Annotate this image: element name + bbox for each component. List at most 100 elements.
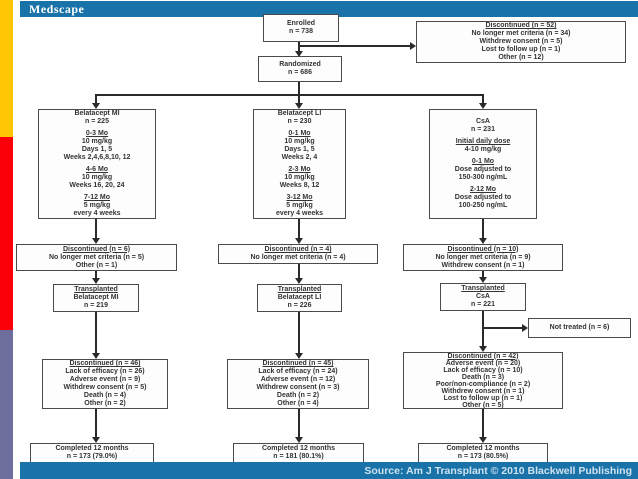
box-line: Not treated (n = 6): [549, 324, 610, 331]
box-line: Adverse event (n = 12): [260, 376, 336, 383]
box-line: Days 1, 5: [284, 146, 315, 153]
box-line: Lost to follow up (n = 1): [481, 46, 561, 53]
box-line: 0-1 Mo: [288, 130, 311, 137]
left-strip-yellow: [0, 0, 13, 137]
box-line: Dose adjusted to: [454, 166, 512, 173]
box-line: CsA: [475, 293, 490, 300]
flow-line: [298, 42, 300, 55]
box-line: Withdrew consent (n = 5): [63, 384, 147, 391]
arrowhead-down-icon: [92, 238, 100, 244]
box-line: No longer met criteria (n = 4): [250, 254, 346, 261]
box-line: 7-12 Mo: [83, 194, 111, 201]
arrowhead-down-icon: [295, 437, 303, 443]
box-line: Weeks 2,4,6,8,10, 12: [63, 154, 131, 161]
footer-bar: Source: Am J Transplant © 2010 Blackwell…: [20, 462, 638, 479]
box-line: Completed 12 months: [55, 445, 129, 452]
box-line: Withdrew consent (n = 1): [441, 387, 525, 395]
box-line: 2-12 Mo: [469, 186, 497, 193]
box-line: n = 231: [471, 126, 495, 133]
left-strip-red: [0, 137, 13, 330]
box-line: n = 686: [288, 69, 312, 76]
box-line: Days 1, 5: [81, 146, 113, 153]
flow-line: [95, 219, 97, 239]
box-line: Discontinued (n = 4): [264, 246, 332, 253]
box-line: Lack of efficacy (n = 26): [65, 368, 145, 375]
flow-line: [482, 311, 484, 347]
box-line: Poor/non-compliance (n = 2): [435, 380, 531, 388]
arrowhead-down-icon: [92, 437, 100, 443]
arrowhead-down-icon: [295, 353, 303, 359]
box-line: 4-10 mg/kg: [464, 146, 502, 153]
box-line: Discontinued (n = 10): [447, 245, 519, 253]
box-line: Discontinued (n = 42): [447, 352, 519, 360]
flow-line: [482, 219, 484, 239]
box-line: Completed 12 months: [446, 445, 520, 452]
box-line: Discontinued (n = 52): [485, 22, 557, 29]
box-line: Initial daily dose: [455, 138, 511, 145]
flow-line: [482, 95, 484, 103]
box-line: Lost to follow up (n = 1): [443, 394, 523, 402]
box-line: Weeks 8, 12: [279, 182, 320, 189]
flow-line: [298, 409, 300, 438]
flow-line: [298, 219, 300, 239]
flow-line: [95, 94, 484, 96]
box-line: Withdrew consent (n = 1): [441, 261, 525, 269]
box-line: 4-6 Mo: [85, 166, 109, 173]
arrowhead-down-icon: [479, 103, 487, 109]
arrowhead-down-icon: [295, 103, 303, 109]
box-line: Belatacept LI: [277, 294, 322, 301]
flow-line: [482, 271, 484, 278]
box-line: Belatacept LI: [277, 110, 322, 117]
not-treated-box: Not treated (n = 6): [528, 318, 631, 338]
medscape-logo: Medscape: [29, 2, 85, 16]
box-line: Belatacept MI: [74, 110, 120, 117]
box-line: Completed 12 months: [261, 445, 336, 452]
box-line: 5 mg/kg: [83, 202, 111, 209]
arrowhead-down-icon: [295, 51, 303, 57]
box-line: n = 181 (80.1%): [273, 453, 324, 460]
arrowhead-down-icon: [295, 278, 303, 284]
arrowhead-down-icon: [479, 277, 487, 283]
box-line: CsA: [475, 118, 490, 125]
box-line: Weeks 16, 20, 24: [69, 182, 125, 189]
flow-line: [298, 264, 300, 279]
box-line: n = 173 (80.5%): [457, 453, 509, 460]
box-line: Death (n = 3): [461, 373, 505, 381]
flow-line: [95, 271, 97, 279]
box-line: 100-250 ng/mL: [458, 202, 508, 209]
box-line: Transplanted: [74, 286, 118, 293]
box-line: 10 mg/kg: [284, 138, 315, 145]
arrowhead-right-icon: [410, 42, 416, 50]
box-line: 10 mg/kg: [81, 174, 113, 181]
arrowhead-down-icon: [479, 437, 487, 443]
box-line: No longer met criteria (n = 5): [48, 253, 145, 261]
box-line: Withdrew consent (n = 5): [479, 38, 563, 45]
box-line: Transplanted: [277, 286, 322, 293]
box-line: Adverse event (n = 20): [445, 359, 521, 367]
box-line: 10 mg/kg: [81, 138, 113, 145]
box-line: Dose adjusted to: [454, 194, 512, 201]
flow-line: [482, 409, 484, 438]
flow-line: [298, 95, 300, 103]
box-line: n = 738: [289, 28, 313, 35]
discontinued2-csa-box: Discontinued (n = 42)Adverse event (n = …: [403, 352, 563, 409]
left-strip-purple: [0, 330, 13, 479]
box-line: Discontinued (n = 45): [262, 360, 334, 367]
discontinued-top-box: Discontinued (n = 52)No longer met crite…: [416, 21, 626, 63]
arrowhead-down-icon: [479, 238, 487, 244]
flow-line: [95, 312, 97, 354]
flow-line: [484, 327, 522, 329]
box-line: Belatacept MI: [73, 294, 119, 301]
